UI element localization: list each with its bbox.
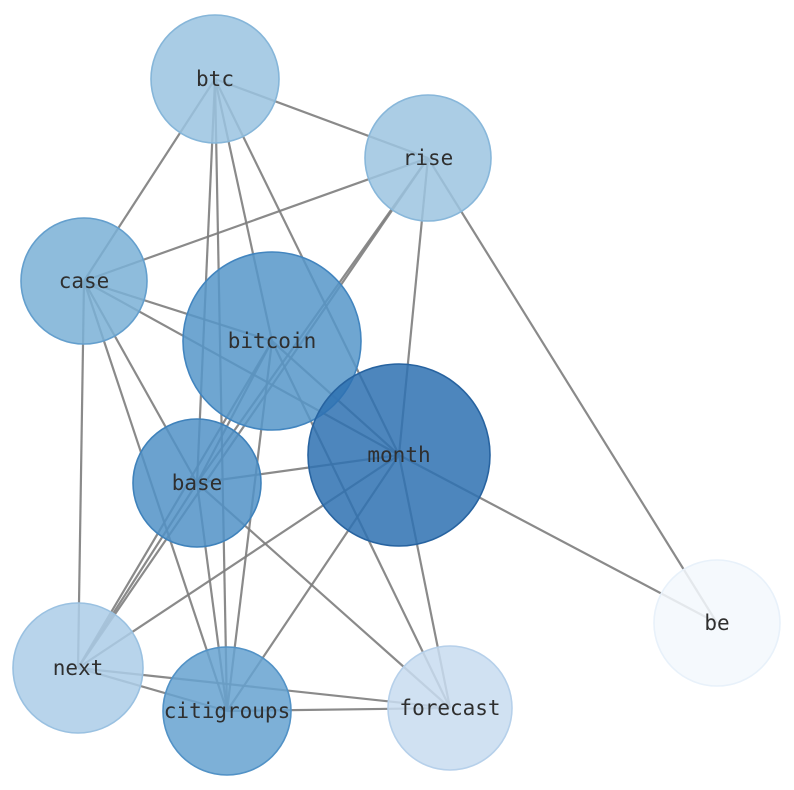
node-circle-base xyxy=(132,418,262,548)
edge-rise-be xyxy=(427,157,718,624)
node-circle-rise xyxy=(364,94,492,222)
node-circle-btc xyxy=(150,14,280,144)
node-circle-month xyxy=(307,363,491,547)
node-circle-be xyxy=(653,559,781,687)
node-circle-citigroups xyxy=(162,646,292,776)
node-circle-forecast xyxy=(387,645,513,771)
nodes-layer xyxy=(12,14,781,776)
node-circle-bitcoin xyxy=(182,251,362,431)
node-circle-case xyxy=(20,217,148,345)
node-circle-next xyxy=(12,602,144,734)
